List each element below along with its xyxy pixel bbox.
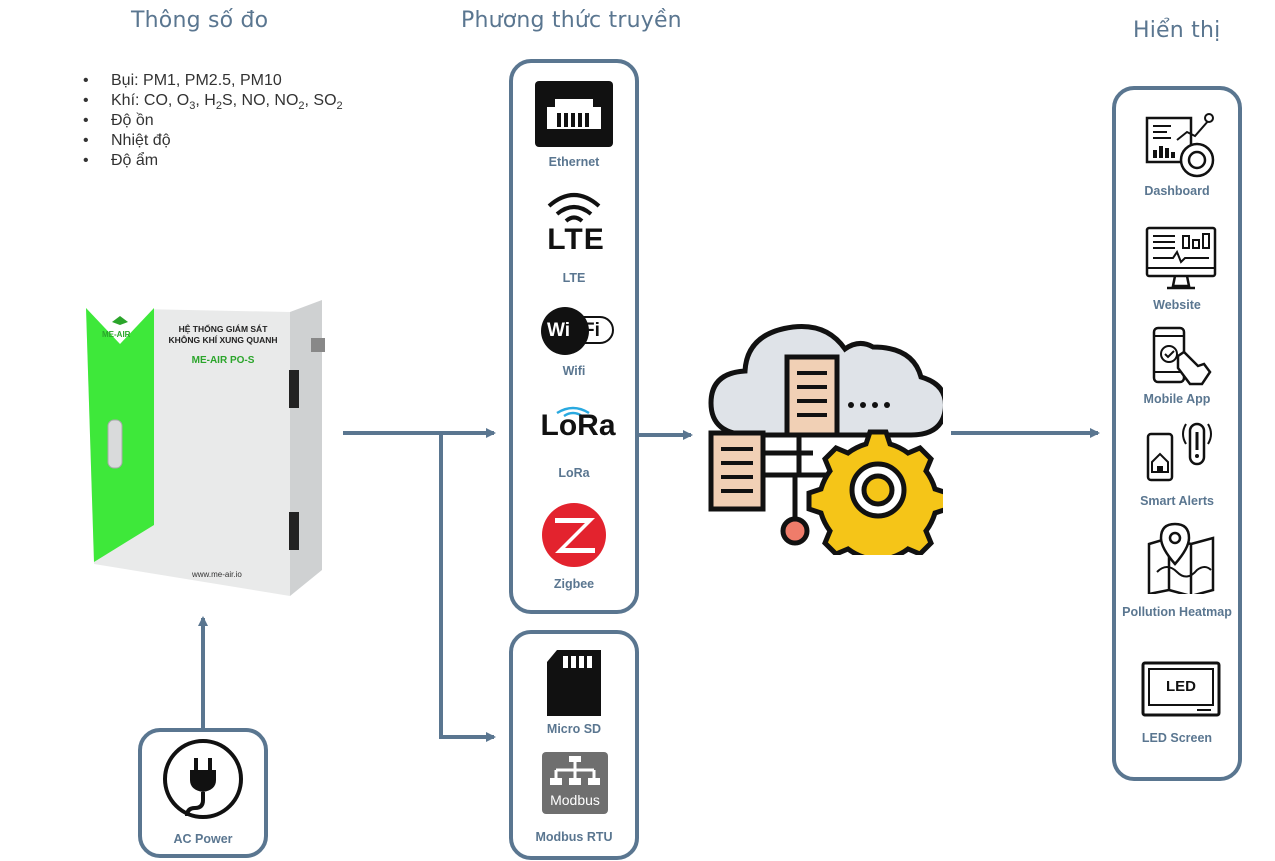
wired-panel: Micro SD Modbus Modbus RTU [509,630,639,860]
smart-alerts-icon [1146,422,1212,482]
ethernet-icon [535,81,613,147]
parameter-gas: Khí: CO, O3, H2S, NO, NO2, SO2 [83,91,343,112]
arrow-device-to-wired [439,433,496,742]
power-plug-icon [163,739,243,819]
heading-transmit: Phương thức truyền [461,8,682,33]
display-panel: Dashboard Website Mobile App Smart Alert… [1112,86,1242,781]
heatmap-icon [1147,522,1215,594]
mobile-app-icon [1152,326,1212,386]
ac-power-label: AC Power [173,832,233,846]
website-label: Website [1153,298,1201,312]
parameter-list: Bụi: PM1, PM2.5, PM10 Khí: CO, O3, H2S, … [83,71,343,171]
dashboard-icon [1145,113,1215,178]
device-model: ME-AIR PO-S [191,355,255,366]
led-screen-icon [1141,661,1221,717]
modbus-icon [542,752,608,814]
micro-sd-icon [547,650,601,716]
device-brand: ME-AIR [102,330,131,339]
device-title-line1: HỆ THỐNG GIÁM SÁT [178,324,268,334]
device-website: www.me-air.io [192,570,242,579]
dashboard-label: Dashboard [1144,184,1210,198]
wifi-label: Wifi [562,364,586,378]
lte-label: LTE [562,271,586,285]
zigbee-icon [542,503,606,567]
lte-icon [547,193,601,223]
ethernet-label: Ethernet [548,155,600,169]
modbus-label: Modbus RTU [535,830,613,844]
lte-glyph: LTE [547,223,605,256]
device-title-line2: KHÔNG KHÍ XUNG QUANH [168,335,278,345]
wireless-panel: Ethernet LTE LTE Wi Fi Wifi LoRa LoRa Zi… [509,59,639,614]
parameter-dust: Bụi: PM1, PM2.5, PM10 [83,71,343,91]
heatmap-label: Pollution Heatmap [1122,605,1232,619]
website-icon [1145,226,1217,290]
wifi-glyph-fi: Fi [583,320,600,341]
heading-measure: Thông số đo [131,8,269,33]
parameter-humidity: Độ ẩm [83,151,343,171]
micro-sd-label: Micro SD [546,722,602,736]
smart-alerts-label: Smart Alerts [1140,494,1214,508]
wifi-icon [541,307,614,355]
mobile-app-label: Mobile App [1143,392,1211,406]
modbus-glyph: Modbus [550,792,600,808]
parameter-noise: Độ ồn [83,111,343,131]
led-screen-label: LED Screen [1141,731,1213,745]
led-glyph: LED [1166,678,1196,695]
cloud-server-gear-icon [708,323,943,555]
lora-glyph: LoRa [540,409,616,442]
heading-display: Hiển thị [1133,18,1221,43]
parameter-temperature: Nhiệt độ [83,131,343,151]
lora-waves-icon [556,406,590,417]
ac-power-box: AC Power [138,728,268,858]
lora-label: LoRa [558,466,590,480]
zigbee-label: Zigbee [553,577,595,591]
wifi-glyph-wi: Wi [547,320,571,341]
monitoring-device: ME-AIR HỆ THỐNG GIÁM SÁT KHÔNG KHÍ XUNG … [84,300,329,600]
